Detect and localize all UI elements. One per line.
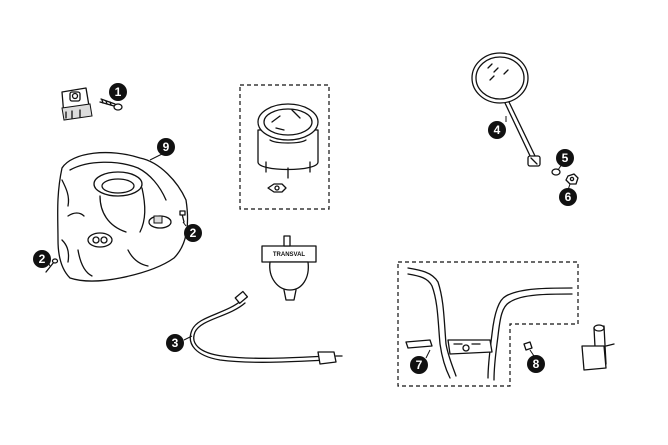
handlebar-part [405,267,573,381]
svg-text:5: 5 [562,151,569,165]
svg-text:3: 3 [172,336,179,350]
callout-8: 8 [527,355,545,373]
clamp-bolt-part [523,341,533,351]
svg-text:7: 7 [416,358,423,372]
cowl-screw-left [45,258,59,273]
svg-text:9: 9 [163,140,170,154]
svg-text:2: 2 [190,226,197,240]
bracket-clip-part [61,87,93,121]
svg-text:2: 2 [39,252,46,266]
handlebar-group-box [397,261,579,387]
svg-text:6: 6 [565,190,572,204]
callout-1: 1 [109,83,127,101]
svg-text:1: 1 [115,85,122,99]
callout-5: 5 [556,149,574,167]
callout-2-right: 2 [184,224,202,242]
screw-part [99,98,123,111]
nut-part [565,173,579,185]
callout-3: 3 [166,334,184,352]
callout-2-left: 2 [33,250,51,268]
cowl-screw-right [179,210,186,223]
mirror-part [471,52,541,167]
fuel-gauge-part: TRANSVAL [261,235,317,301]
speedometer-group-box [239,84,330,210]
switch-housing-part [581,324,615,371]
washer-part [551,168,561,176]
speedometer-cable-part [189,290,343,365]
gauge-brand-label: TRANSVAL [273,252,306,258]
speedometer-part [257,103,319,193]
callout-7: 7 [410,356,428,374]
instrument-cowl-part [57,151,189,282]
callout-9: 9 [157,138,175,156]
callout-6: 6 [559,188,577,206]
callout-4: 4 [488,121,506,139]
svg-text:4: 4 [494,123,501,137]
svg-text:8: 8 [533,357,540,371]
